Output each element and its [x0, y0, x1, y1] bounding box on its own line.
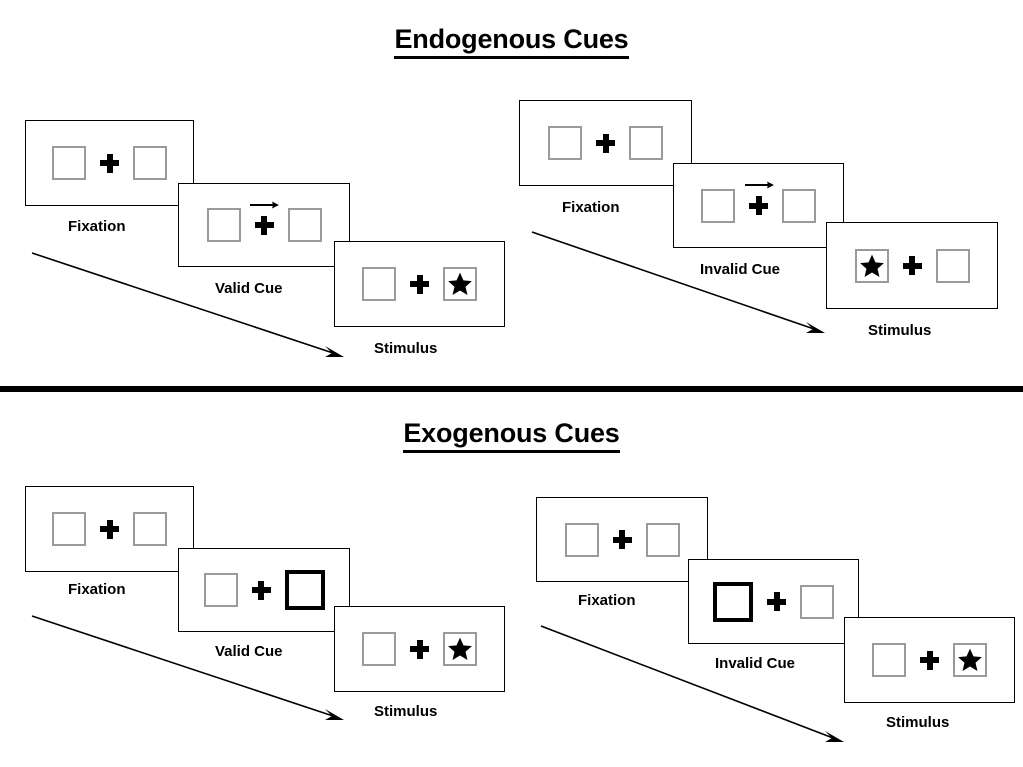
right-placeholder-box	[443, 267, 477, 301]
fixation-cross-icon	[596, 133, 615, 153]
right-placeholder-box	[133, 512, 167, 546]
fixation-cross-icon	[251, 580, 271, 600]
left-placeholder-box	[854, 248, 889, 283]
panel-exogenous-valid-stimulus[interactable]	[334, 606, 505, 692]
caption-exogenous-valid-fixation: Fixation	[68, 581, 126, 598]
endogenous-title-text: Endogenous Cues	[394, 24, 629, 59]
star-stimulus-icon	[859, 254, 884, 277]
right-placeholder-box	[782, 188, 816, 223]
left-cued-box	[713, 581, 753, 622]
center-slot	[920, 650, 939, 670]
fixation-cross-icon	[612, 530, 632, 549]
panel-content	[203, 570, 325, 610]
fixation-cross-icon	[749, 196, 768, 215]
panel-content	[362, 267, 477, 301]
panel-endogenous-invalid-cue[interactable]	[673, 163, 844, 248]
panel-exogenous-invalid-fixation[interactable]	[536, 497, 708, 582]
panel-content	[362, 632, 477, 666]
exogenous-title-text: Exogenous Cues	[403, 418, 620, 453]
right-arrow-cue-icon	[250, 201, 279, 208]
caption-endogenous-invalid-cue: Invalid Cue	[700, 261, 781, 278]
panel-content	[52, 146, 167, 180]
right-placeholder-box	[645, 522, 680, 557]
left-placeholder-box	[362, 267, 396, 301]
right-placeholder-box	[935, 248, 970, 283]
left-placeholder-box	[203, 573, 238, 607]
right-placeholder-box	[800, 584, 834, 619]
right-placeholder-box	[287, 208, 322, 242]
center-slot	[744, 181, 774, 215]
panel-content	[52, 512, 167, 546]
star-stimulus-icon	[958, 648, 982, 672]
fixation-cross-icon	[100, 519, 119, 539]
panel-endogenous-valid-stimulus[interactable]	[334, 241, 505, 327]
panel-exogenous-valid-fixation[interactable]	[25, 486, 194, 572]
center-slot	[410, 639, 429, 659]
panel-exogenous-invalid-cue[interactable]	[688, 559, 859, 644]
left-placeholder-box	[52, 146, 86, 180]
caption-exogenous-invalid-stimulus: Stimulus	[886, 714, 950, 731]
panel-exogenous-invalid-stimulus[interactable]	[844, 617, 1015, 703]
caption-endogenous-invalid-stimulus: Stimulus	[868, 322, 932, 339]
caption-endogenous-valid-fixation: Fixation	[68, 218, 126, 235]
panel-content	[206, 201, 322, 242]
center-slot	[612, 530, 632, 549]
caption-exogenous-valid-stimulus: Stimulus	[374, 703, 438, 720]
panel-content	[548, 126, 663, 160]
panel-endogenous-valid-cue[interactable]	[178, 183, 350, 267]
section-divider	[0, 386, 1023, 392]
fixation-cross-icon	[410, 639, 429, 659]
star-stimulus-icon	[448, 637, 472, 661]
left-placeholder-box	[206, 208, 241, 242]
fixation-cross-icon	[100, 153, 119, 173]
panel-content	[701, 181, 816, 223]
center-slot	[250, 201, 279, 235]
panel-content	[854, 248, 970, 283]
panel-exogenous-valid-cue[interactable]	[178, 548, 350, 632]
panel-content	[713, 581, 834, 622]
center-slot	[100, 153, 119, 173]
right-placeholder-box	[133, 146, 167, 180]
right-placeholder-box	[629, 126, 663, 160]
caption-exogenous-invalid-fixation: Fixation	[578, 592, 636, 609]
fixation-cross-icon	[920, 650, 939, 670]
right-arrow-cue-icon	[744, 181, 774, 189]
caption-endogenous-valid-cue: Valid Cue	[215, 280, 283, 297]
panel-endogenous-valid-fixation[interactable]	[25, 120, 194, 206]
center-slot	[100, 519, 119, 539]
fixation-cross-icon	[902, 256, 922, 275]
panel-content	[564, 522, 680, 557]
left-placeholder-box	[362, 632, 396, 666]
fixation-cross-icon	[410, 274, 429, 294]
center-slot	[596, 133, 615, 153]
left-placeholder-box	[564, 522, 599, 557]
caption-exogenous-valid-cue: Valid Cue	[215, 643, 283, 660]
star-stimulus-icon	[448, 272, 472, 296]
center-slot	[251, 580, 271, 600]
fixation-cross-icon	[254, 215, 274, 235]
left-placeholder-box	[701, 188, 735, 223]
panel-endogenous-invalid-stimulus[interactable]	[826, 222, 998, 309]
right-cued-box	[284, 570, 325, 610]
center-slot	[767, 592, 786, 611]
caption-endogenous-invalid-fixation: Fixation	[562, 199, 620, 216]
left-placeholder-box	[548, 126, 582, 160]
exogenous-section-title: Exogenous Cues	[0, 418, 1023, 453]
caption-endogenous-valid-stimulus: Stimulus	[374, 340, 438, 357]
right-placeholder-box	[443, 632, 477, 666]
left-placeholder-box	[872, 643, 906, 677]
endogenous-section-title: Endogenous Cues	[0, 24, 1023, 59]
panel-content	[872, 643, 987, 677]
caption-exogenous-invalid-cue: Invalid Cue	[715, 655, 796, 672]
left-placeholder-box	[52, 512, 86, 546]
center-slot	[410, 274, 429, 294]
right-placeholder-box	[953, 643, 987, 677]
panel-endogenous-invalid-fixation[interactable]	[519, 100, 692, 186]
center-slot	[902, 256, 922, 275]
fixation-cross-icon	[767, 592, 786, 611]
